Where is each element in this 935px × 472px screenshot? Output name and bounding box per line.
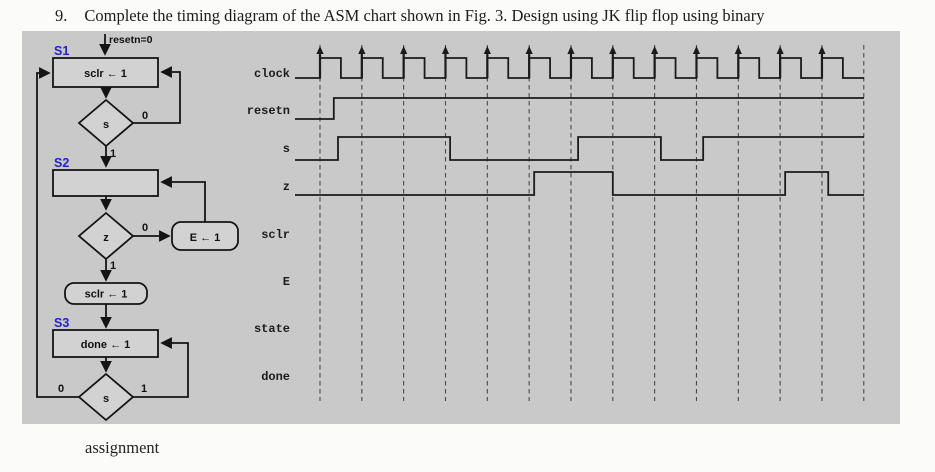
signal-label-s: s [283,142,290,156]
loop-s1-to-s3-right [133,337,189,398]
s3-action: done ← 1 [81,339,131,351]
signal-label-done: done [261,370,290,384]
state-label-s2: S2 [54,156,69,170]
question-text: Complete the timing diagram of the ASM c… [84,6,765,25]
assignment-text: assignment [85,438,160,457]
state-box-s2 [52,169,159,197]
decision-z-input: z [103,232,109,244]
decision-s-bottom-one: 1 [141,383,147,395]
reset-condition-label: resetn=0 [109,34,153,46]
decision-s-top-input: s [103,119,109,131]
loop-ebox-to-s2 [160,176,206,222]
sclr-box-action: sclr ← 1 [85,289,128,301]
clock-arrowhead-icon [400,46,408,54]
signal-label-sclr: sclr [261,228,290,242]
clock-arrowhead-icon [651,46,659,54]
asm-chart: resetn=0 S1 sclr ← 1 s 0 1 S2 z 0 [36,34,239,422]
signal-label-z: z [283,180,290,194]
s-waveform [295,136,864,161]
signal-label-state: state [254,322,290,336]
figure-panel: resetn=0 S1 sclr ← 1 s 0 1 S2 z 0 [22,31,900,424]
loop-s0-to-s1-right [133,66,181,124]
clock-arrowhead-icon [441,46,450,54]
clock-arrowhead-icon [567,46,575,54]
clock-arrowhead-icon [525,46,533,54]
clock-arrowhead-icon [776,46,784,54]
signal-label-E: E [283,275,290,289]
decision-s-bottom-input: s [103,393,109,405]
signal-label-resetn: resetn [247,104,290,118]
clock-waveform [295,57,864,79]
s1-action: sclr ← 1 [84,68,127,80]
z-waveform [295,171,864,196]
question-number: 9. [55,6,68,25]
clock-arrowhead-icon [734,46,742,54]
asm-and-timing-figure: resetn=0 S1 sclr ← 1 s 0 1 S2 z 0 [36,34,865,422]
clock-arrowhead-icon [609,46,617,54]
decision-s-top-zero: 0 [142,110,148,122]
signal-label-clock: clock [254,67,290,81]
decision-s-bottom-zero: 0 [58,383,64,395]
clock-arrowhead-icon [692,46,701,54]
decision-z-zero: 0 [142,222,148,234]
resetn-waveform [295,97,864,120]
state-label-s3: S3 [54,316,69,330]
decision-s-bottom [77,372,135,422]
decision-z-one: 1 [110,260,116,272]
e-box-action: E ← 1 [190,232,221,244]
decision-s-top-one: 1 [110,148,116,160]
clock-arrowhead-icon [483,46,491,54]
clock-arrowhead-icon [818,46,826,54]
state-box-s1 [52,57,159,88]
loop-to-s1-left [36,67,79,398]
question-title: 9. Complete the timing diagram of the AS… [55,6,935,26]
clock-arrowhead-icon [316,46,324,54]
state-label-s1: S1 [54,44,69,58]
clock-arrowhead-icon [358,46,366,54]
